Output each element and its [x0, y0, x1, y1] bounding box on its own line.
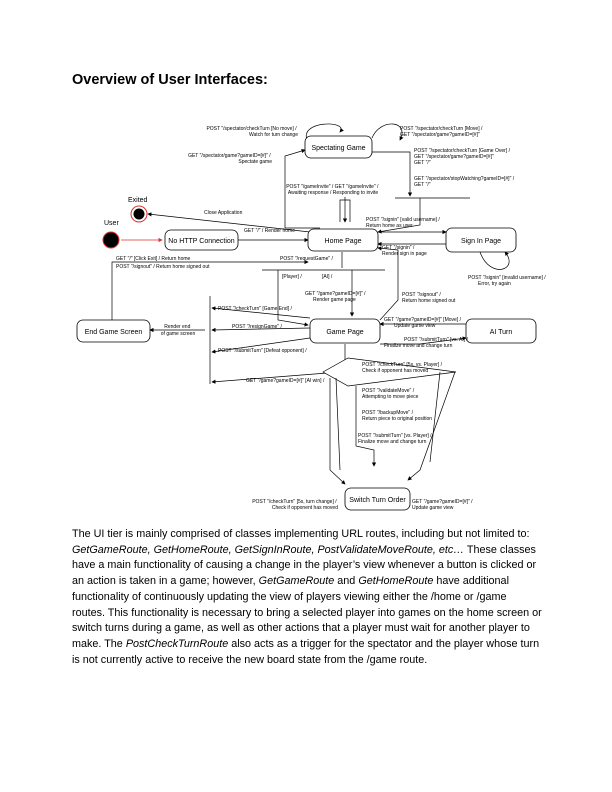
sign-in-label: Sign In Page [461, 238, 501, 245]
text-run: and [334, 575, 359, 588]
edge-label: POST "/checkTurn" [5s, vs. Player] / Che… [362, 362, 443, 374]
edge-label: POST "/backupMove" / Return piece to ori… [362, 410, 432, 422]
edge-label: POST "/resignGame" / [232, 324, 282, 330]
edge-label: GET "/game?gameID=[#]" / Update game vie… [412, 499, 474, 511]
edge-label: GET "/signin" / Render sign in page [382, 245, 427, 257]
edge-label: POST "/spectator/checkTurn [No move] / W… [206, 126, 298, 138]
edge-label: GET "/game?gameID=[#]" [Move] / Update g… [384, 317, 462, 329]
text-run: These classes have a main functionality … [72, 543, 537, 588]
edge-label: POST "/signin" [valid username] / Return… [366, 217, 441, 229]
edge-label: GET "/" [Click Exit] / Return home [116, 256, 191, 262]
edge-label: POST "/submitTurn" [vs. Player] / Finali… [358, 433, 433, 445]
italic-class-name: GetGameRoute [258, 575, 335, 588]
edge-label: POST "/submitTurn" [Defeat opponent] / [218, 348, 307, 354]
edge-label: POST "/checkTurn" [Game End] / [218, 306, 292, 312]
text-run: have additional functionality of continu… [72, 575, 542, 650]
text-run: also acts as a trigger for the spectator… [72, 637, 540, 666]
no-http-connection-state: No HTTP Connection [164, 229, 239, 251]
edge-label: POST "/gameInvite" / GET "/gameInvite" /… [286, 184, 380, 196]
edge-label: POST "/spectator/checkTurn [Move] / GET … [400, 126, 484, 138]
text-run: The UI tier is mainly comprised of class… [72, 528, 530, 540]
edge-label: GET "/game?gameID=[#]" / Render game pag… [305, 291, 367, 303]
italic-class-name: GetHomeRoute [358, 575, 434, 588]
edge-label: POST "/spectator/checkTurn [Game Over] /… [414, 148, 511, 166]
exited-state: Exited [128, 197, 148, 223]
home-page-state: Home Page [307, 228, 379, 252]
ai-turn-label: AI Turn [490, 329, 513, 336]
italic-class-name: PostCheckTurnRoute [125, 637, 229, 650]
section-heading: Overview of User Interfaces: [72, 72, 268, 88]
edge-label: POST "/signin" [invalid username] / Erro… [468, 275, 547, 287]
edge-label: GET "/game?gameID=[#]" [AI win] / [246, 378, 325, 384]
edge-label: [AI] / [322, 274, 333, 280]
italic-class-name: GetGameRoute, GetHomeRoute, GetSignInRou… [72, 543, 465, 556]
edge-label: POST "/requestGame" / [280, 256, 334, 262]
edge-label: POST "/checkTurn" [5s, turn change] / Ch… [252, 499, 338, 511]
edge-label: GET "/" / Render home [244, 228, 295, 234]
exited-label: Exited [128, 197, 148, 204]
edge-label: GET "/spectator/stopWatching?gameID=[#]"… [414, 176, 516, 188]
states: Exited User No HTTP Connection Home Page… [76, 135, 537, 511]
spectating-game-state: Spectating Game [304, 135, 373, 159]
user-start-state: User [102, 220, 120, 249]
edge-label: POST "/validateMove" / Attempting to mov… [362, 388, 419, 400]
edge-label: POST "/signout" / Return home signed out [116, 264, 210, 270]
spectating-label: Spectating Game [311, 145, 365, 152]
edge-label: POST "/submitTurn" [vs. AI] / Finalize m… [384, 337, 469, 349]
ai-turn-state: AI Turn [465, 318, 537, 344]
edge-label: GET "/spectator/game?gameID=[#]" / Spect… [188, 153, 272, 165]
edge-label: Close Application [204, 210, 243, 216]
switch-turn-order-state: Switch Turn Order [344, 487, 411, 511]
game-label: Game Page [326, 329, 363, 336]
end-game-label: End Game Screen [85, 329, 143, 336]
transition-edges [111, 123, 510, 485]
edge-label: POST "/signout" / Return home signed out [402, 292, 456, 304]
switch-turn-label: Switch Turn Order [349, 497, 406, 504]
edge-label: [Player] / [282, 274, 302, 280]
home-label: Home Page [325, 238, 362, 245]
body-paragraph: The UI tier is mainly comprised of class… [72, 527, 542, 668]
edge-label: Render end of game screen [161, 324, 196, 337]
transition-labels: POST "/spectator/checkTurn [No move] / W… [116, 126, 547, 511]
user-label: User [104, 220, 119, 227]
no-http-label: No HTTP Connection [168, 238, 235, 245]
game-page-state: Game Page [309, 318, 381, 344]
sign-in-page-state: Sign In Page [445, 227, 517, 253]
end-game-screen-state: End Game Screen [76, 319, 151, 343]
